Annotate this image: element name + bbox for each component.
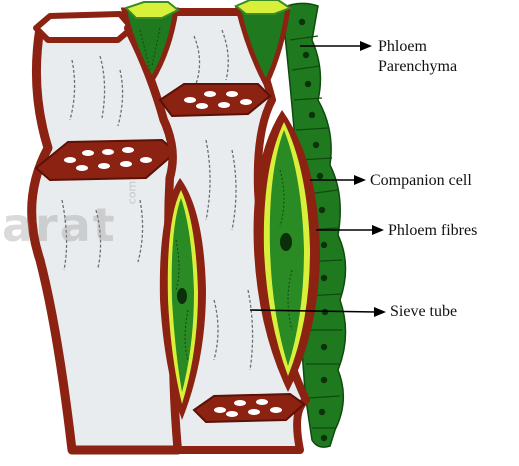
label-companion-cell: Companion cell xyxy=(370,171,472,190)
watermark-small: com xyxy=(125,181,138,205)
label-phloem-parenchyma-line1: Phloem xyxy=(378,37,427,56)
label-sieve-tube: Sieve tube xyxy=(390,302,457,321)
label-phloem-fibres: Phloem fibres xyxy=(388,221,477,240)
watermark: arat xyxy=(2,198,117,252)
label-phloem-parenchyma-line2: Parenchyma xyxy=(378,57,457,76)
